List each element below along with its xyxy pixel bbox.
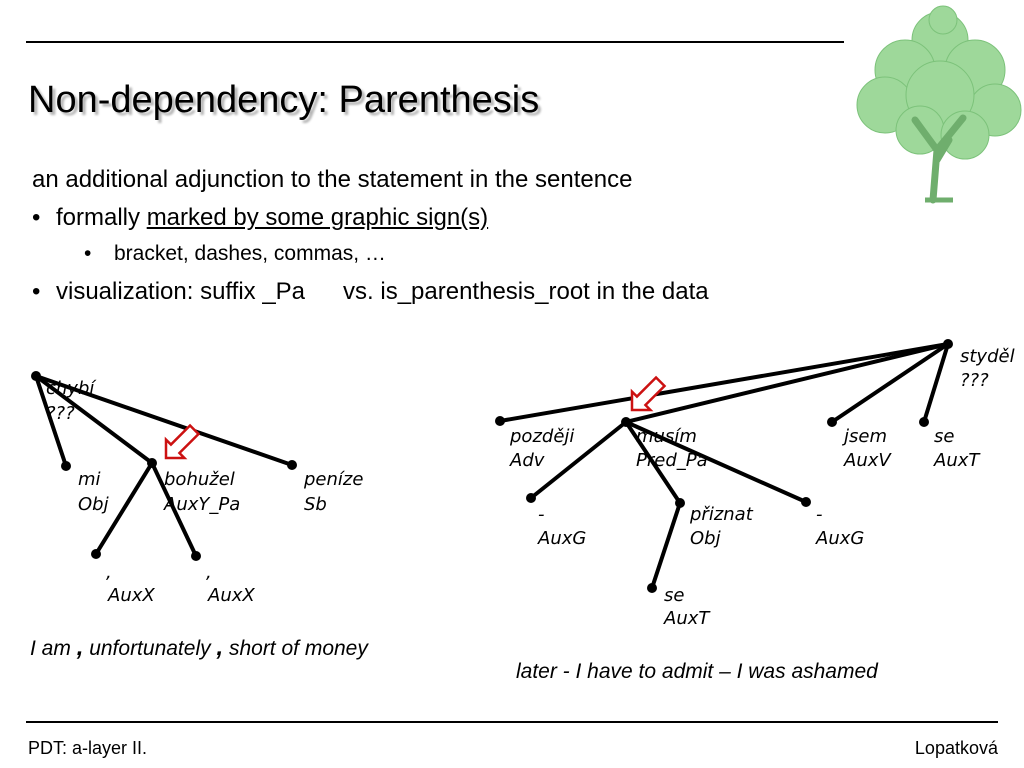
bullet-formally: • formally marked by some graphic sign(s) [32, 204, 488, 232]
node-func-se: AuxT [933, 450, 981, 471]
edge-stydel-jsem [830, 342, 950, 424]
caption-comma: , [216, 634, 224, 661]
node-func-bohuzel: AuxY_Pa [163, 494, 240, 515]
edge-priznat-se [650, 501, 682, 590]
slide-title: Non-dependency: Parenthesis [28, 79, 540, 121]
node-func-dash1: AuxG [537, 528, 586, 549]
edge-chybi-mi [34, 374, 68, 468]
tree-icon [856, 5, 1022, 204]
node-dot-pozdeji [495, 416, 505, 426]
edge-stydel-pozdeji [498, 342, 950, 423]
node-func-comma1: AuxX [107, 585, 155, 606]
caption-text: I am [30, 637, 77, 660]
bullet-text-suffix: visualization: suffix _Pa [56, 278, 306, 305]
node-func-chybi: ??? [46, 403, 75, 424]
node-dot-priznat [675, 498, 685, 508]
edge-chybi-penize [34, 374, 294, 467]
node-label-jsem: jsem [841, 426, 887, 447]
node-dot-dash1 [526, 493, 536, 503]
node-dot-stydel [943, 339, 953, 349]
node-func-pozdeji: Adv [509, 450, 545, 471]
node-label-priznat: přiznat [689, 504, 754, 525]
node-func-se2: AuxT [663, 608, 711, 629]
node-label-se: se [934, 426, 954, 447]
bullet-text: bracket, dashes, commas, … [114, 242, 386, 265]
top-rule [26, 41, 844, 43]
node-dot-musim [621, 417, 631, 427]
node-label-dash2: - [816, 504, 823, 525]
right-tree-caption: later - I have to admit – I was ashamed [516, 660, 878, 683]
edge-musim-dash2 [624, 420, 808, 504]
node-dot-se2 [647, 583, 657, 593]
node-func-priznat: Obj [690, 528, 721, 549]
edge-bohuzel-comma1 [94, 461, 154, 556]
node-label-pozdeji: později [509, 426, 574, 447]
node-label-dash1: - [538, 504, 545, 525]
node-dot-dash2 [801, 497, 811, 507]
bullet-text-root: vs. is_parenthesis_root in the data [343, 278, 709, 305]
edge-chybi-bohuzel [34, 374, 154, 465]
node-label-bohuzel: bohužel [164, 469, 235, 490]
node-func-musim: Pred_Pa [636, 450, 708, 471]
bullet-dot: • [32, 278, 41, 305]
edge-musim-priznat [624, 420, 682, 505]
node-dot-penize [287, 460, 297, 470]
node-dot-mi [61, 461, 71, 471]
node-func-stydel: ??? [960, 370, 989, 391]
hollow-arrow-icon [630, 375, 667, 412]
node-label-stydel: styděl [960, 346, 1015, 367]
node-label-se2: se [664, 585, 684, 606]
node-dot-comma1 [91, 549, 101, 559]
node-dot-comma2 [191, 551, 201, 561]
node-dot-bohuzel [147, 458, 157, 468]
intro-text: an additional adjunction to the statemen… [32, 166, 633, 193]
node-dot-se [919, 417, 929, 427]
node-label-penize: peníze [303, 469, 363, 490]
node-label-comma1: , [106, 562, 112, 583]
caption-text: short of money [223, 637, 368, 660]
bullet-signs: • bracket, dashes, commas, … [84, 242, 386, 266]
node-func-comma2: AuxX [207, 585, 255, 606]
node-func-dash2: AuxG [815, 528, 864, 549]
bullet-dot: • [32, 204, 41, 231]
edge-musim-dash1 [529, 420, 628, 500]
footer-course: PDT: a-layer II. [28, 738, 148, 758]
node-label-chybi: chybí [46, 378, 97, 399]
node-dot-chybi [31, 371, 41, 381]
node-label-musim: musím [636, 426, 697, 447]
underlined-text: marked by some graphic sign(s) [146, 204, 489, 231]
bullet-text: formally [56, 204, 147, 231]
node-dot-jsem [827, 417, 837, 427]
left-tree-caption: I am , unfortunately , short of money [30, 634, 368, 662]
caption-comma: , [76, 634, 84, 661]
bottom-rule [26, 721, 998, 723]
bullet-dot: • [84, 242, 92, 265]
edge-stydel-musim [624, 342, 950, 424]
hollow-arrow-icon [164, 423, 201, 460]
node-func-penize: Sb [304, 494, 327, 515]
node-func-mi: Obj [78, 494, 109, 515]
footer-author: Lopatková [914, 738, 998, 758]
node-label-comma2: , [206, 562, 212, 583]
caption-text: unfortunately [83, 637, 217, 660]
edge-bohuzel-comma2 [150, 461, 198, 558]
node-label-mi: mi [78, 469, 101, 490]
node-func-jsem: AuxV [843, 450, 892, 471]
edge-stydel-se [922, 342, 950, 424]
bullet-visualization: • visualization: suffix _Pa vs. is_parenth… [32, 278, 709, 306]
